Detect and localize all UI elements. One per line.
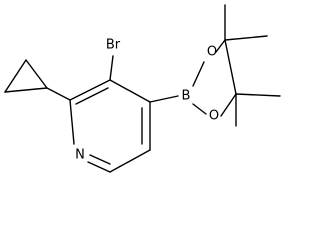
bond-c2-c3: [69, 79, 111, 101]
bond-c3-br: [109, 55, 114, 81]
bond-b-o-top: [192, 61, 205, 87]
bond-c3-c4: [109, 79, 151, 103]
bond-c6-n: [87, 161, 111, 173]
double-bond-c6-n: [89, 154, 111, 165]
atom-br-label: Br: [106, 38, 121, 53]
cyclopropyl-bond-2: [4, 87, 48, 93]
bond-o-bottom-c: [220, 93, 237, 117]
bond-b-o-bottom: [192, 103, 207, 115]
atom-o-top-label: O: [207, 45, 217, 60]
bond-n-c2: [69, 99, 75, 145]
bond-c2-cyclopropyl: [46, 87, 71, 101]
atom-b-label: B: [182, 89, 191, 104]
bond-c-c-backbone: [224, 39, 237, 95]
cyclopropyl-bond-3: [4, 59, 27, 93]
bond-o-top-c: [215, 39, 226, 53]
double-bond-c2-c3: [75, 87, 109, 105]
atom-o-bottom-label: O: [209, 109, 219, 124]
atom-n-label: N: [75, 148, 85, 163]
methyl-bottom-right: [235, 93, 281, 97]
cyclopropyl-bond-1: [25, 59, 48, 89]
bond-c5-c6: [109, 149, 151, 173]
bond-c4-b: [149, 95, 179, 103]
structure-diagram: Br B O O N: [4, 4, 281, 173]
methyl-top-right: [224, 35, 268, 41]
